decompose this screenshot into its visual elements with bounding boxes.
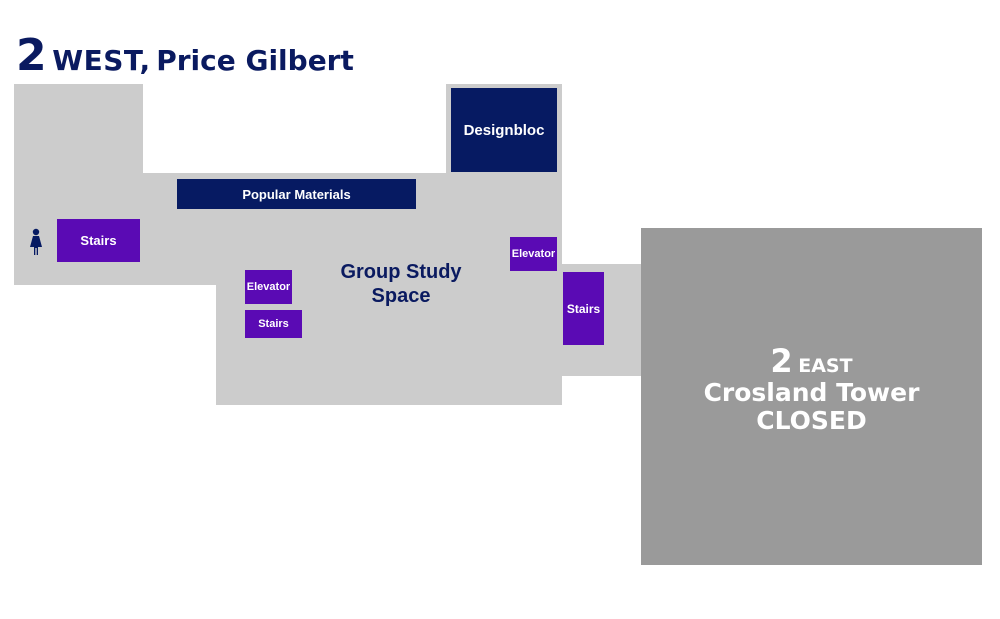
east-wing-label: EAST	[798, 355, 853, 377]
stairs-west[interactable]: Stairs	[57, 219, 140, 262]
elevator-center[interactable]: Elevator	[245, 270, 292, 304]
east-building-label: 2 EAST Crosland Tower CLOSED	[641, 342, 982, 435]
room-popular-materials[interactable]: Popular Materials	[177, 179, 416, 209]
east-status: CLOSED	[756, 405, 867, 435]
east-building-closed	[641, 228, 982, 565]
floor-number: 2	[16, 30, 47, 81]
building-name: Price Gilbert	[156, 44, 354, 77]
wing-label: WEST,	[52, 44, 151, 77]
east-floor-number: 2	[770, 342, 793, 380]
room-designbloc-label: Designbloc	[463, 121, 545, 139]
elevator-center-label: Elevator	[246, 281, 291, 293]
group-study-space-label: Group Study Space	[340, 261, 462, 307]
stairs-east[interactable]: Stairs	[563, 272, 604, 345]
stairs-east-label: Stairs	[566, 301, 601, 316]
room-designbloc[interactable]: Designbloc	[451, 88, 557, 172]
east-building-name: Crosland Tower	[703, 378, 920, 408]
elevator-east-label: Elevator	[511, 248, 556, 260]
elevator-east[interactable]: Elevator	[510, 237, 557, 271]
stairs-center-label: Stairs	[258, 318, 289, 330]
stairs-center[interactable]: Stairs	[245, 310, 302, 338]
floor-title: 2 WEST, Price Gilbert	[16, 30, 354, 81]
room-popular-materials-label: Popular Materials	[242, 186, 351, 202]
womens-restroom-icon	[30, 228, 42, 255]
stairs-west-label: Stairs	[80, 233, 117, 248]
